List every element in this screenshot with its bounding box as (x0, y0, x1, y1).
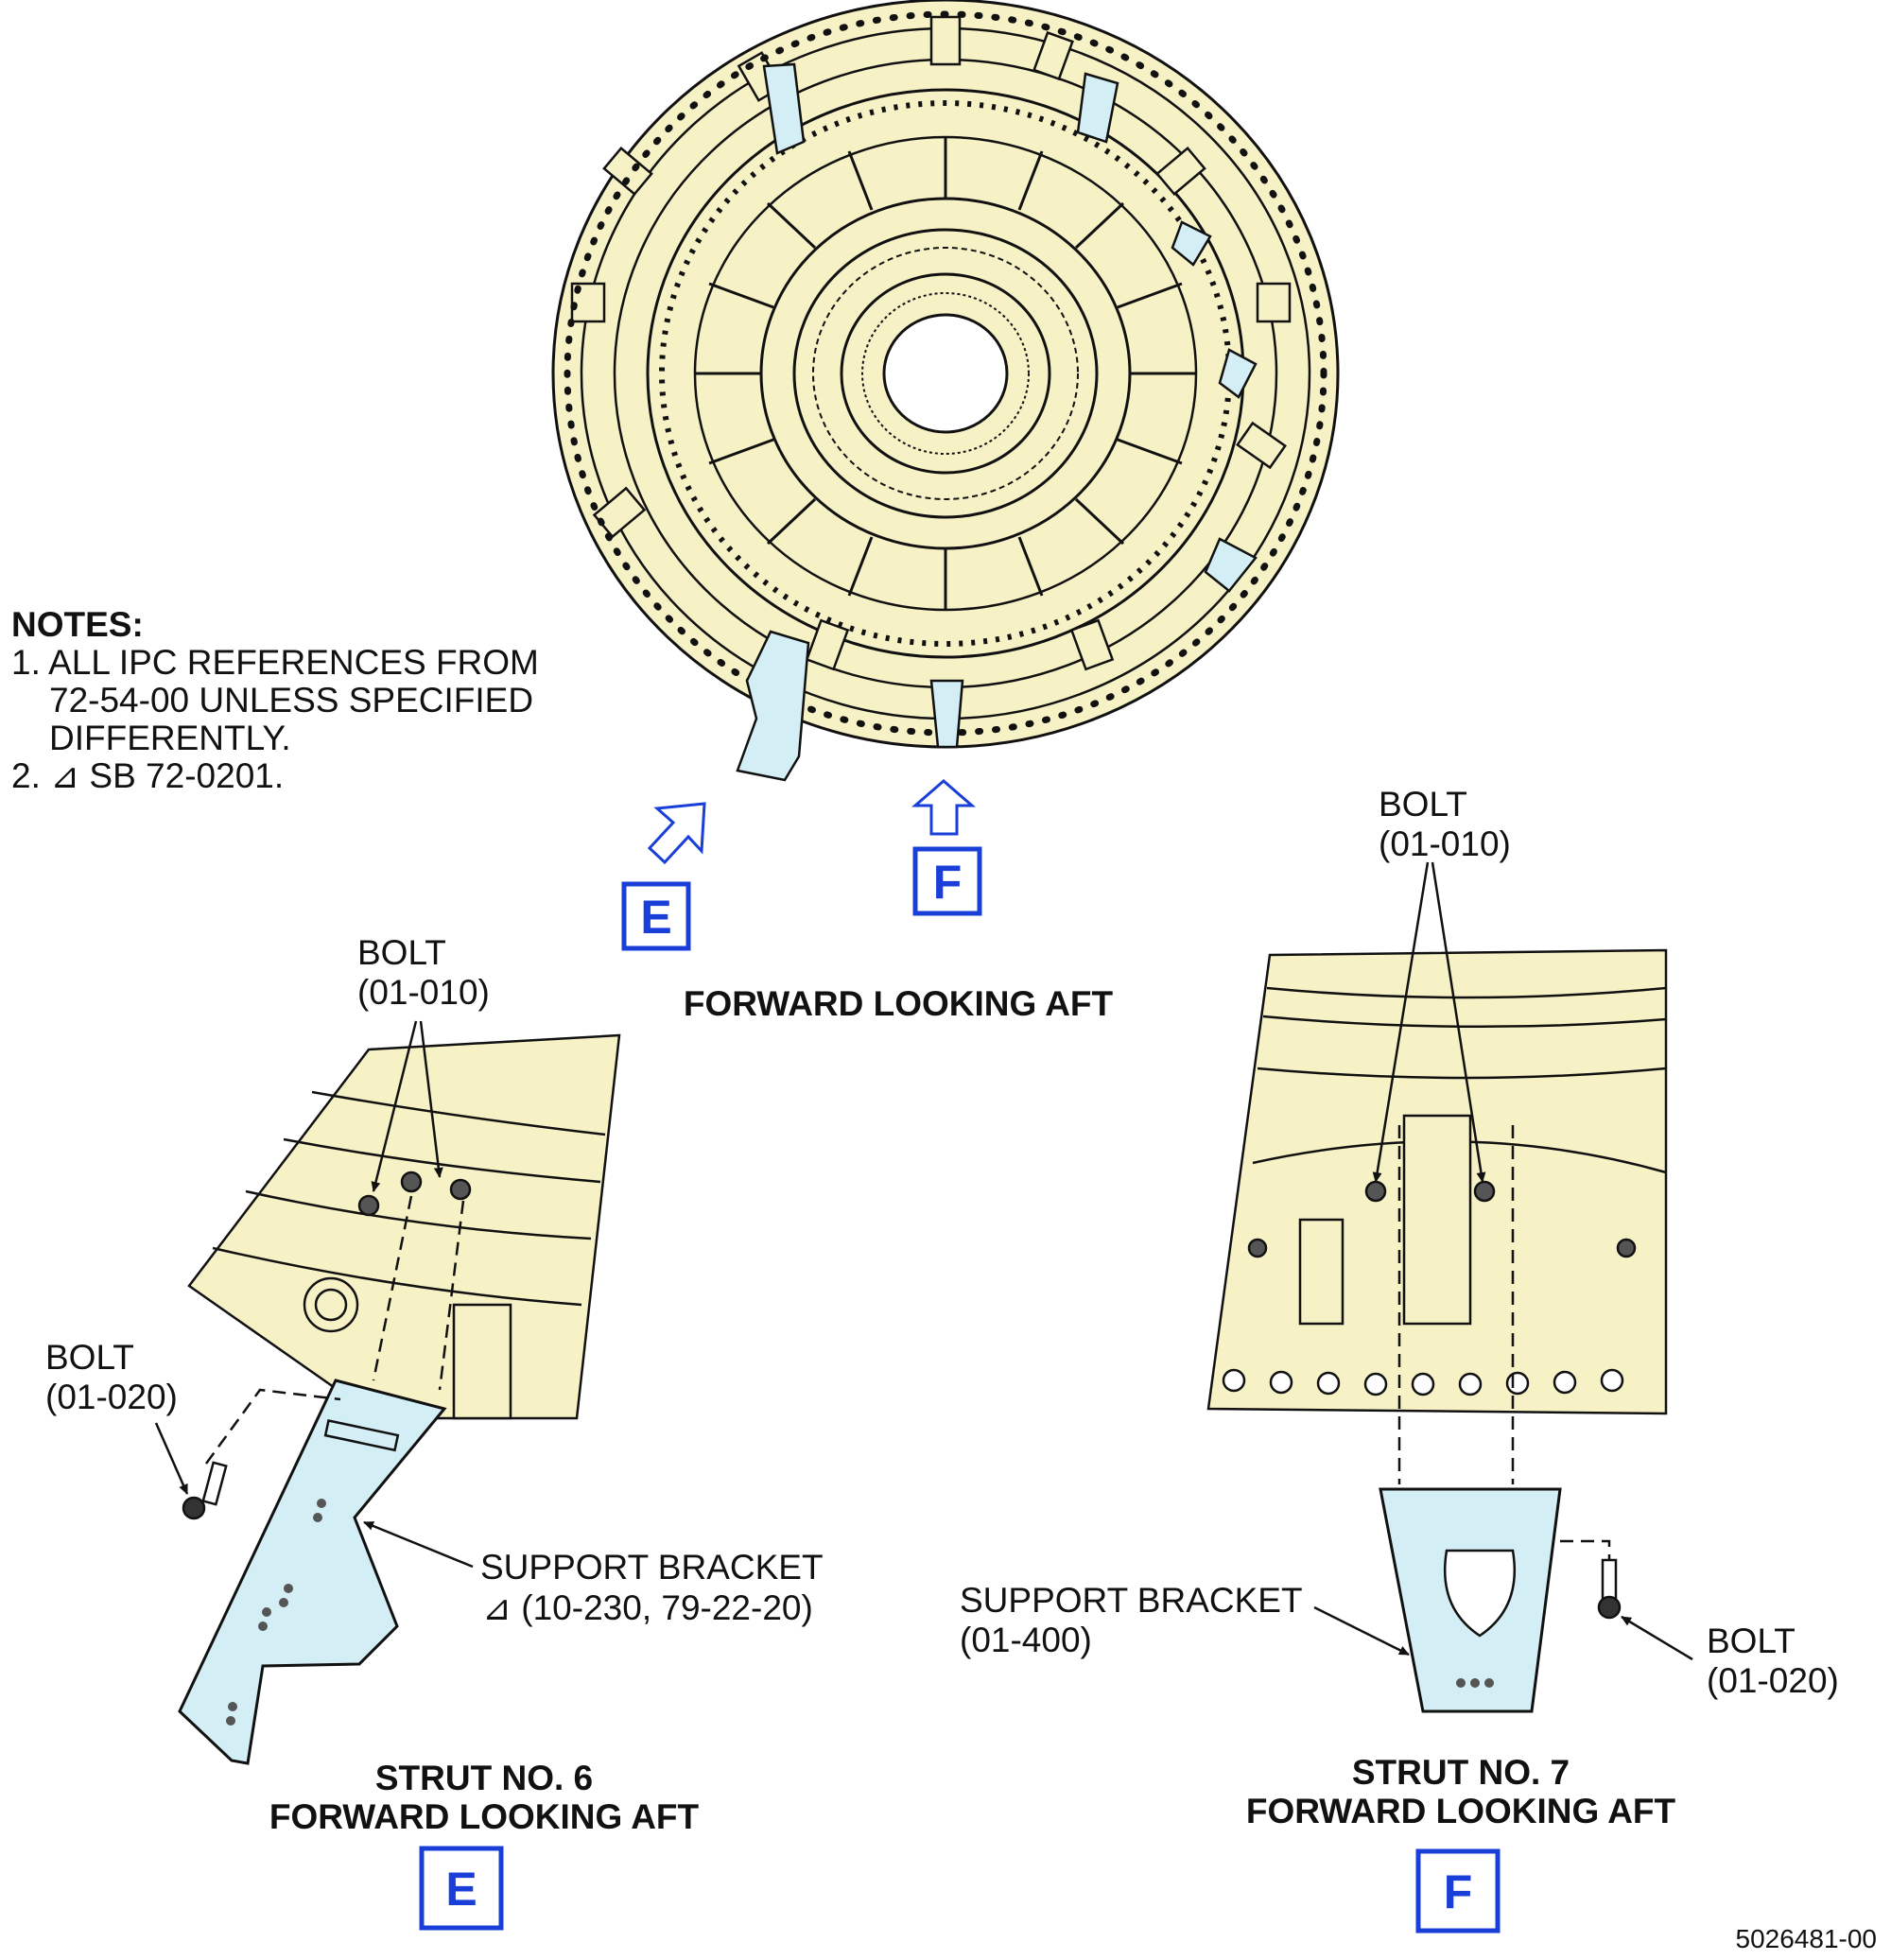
detail-f-caption-1: STRUT NO. 7 (1352, 1753, 1570, 1792)
detail-f-bolt-side-label-1: BOLT (1707, 1622, 1796, 1660)
notes-block: NOTES: 1. ALL IPC REFERENCES FROM 72-54-… (11, 605, 539, 795)
detail-e-caption-2: FORWARD LOOKING AFT (269, 1797, 700, 1836)
detail-f-support-bracket-label-2: (01-400) (960, 1621, 1092, 1659)
note-line-4: 2. ⊿ SB 72-0201. (11, 756, 284, 795)
view-ref-box-f: F (912, 846, 982, 916)
detail-f-ref-box: F (1415, 1848, 1501, 1934)
detail-f-bolt-top-label-1: BOLT (1379, 785, 1467, 824)
detail-e-bolt-top-label-2: (01-010) (357, 973, 490, 1012)
detail-f-alignment-lines (1397, 1125, 1515, 1484)
detail-f-support-bracket (1379, 1487, 1562, 1713)
figure-id: 5026481-00 (1736, 1924, 1877, 1953)
detail-f-engine-section (1206, 948, 1668, 1415)
detail-e-support-bracket-label-2: ⊿ (10-230, 79-22-20) (482, 1588, 813, 1627)
detail-e-leaders (154, 1020, 474, 1569)
detail-e-alignment-lines (372, 1195, 465, 1391)
note-line-3: DIFFERENTLY. (49, 719, 291, 757)
notes-heading: NOTES: (11, 605, 144, 644)
ring-brackets-highlight (736, 62, 1258, 782)
detail-e-bolt-side-label-1: BOLT (45, 1338, 134, 1377)
view-arrow-e (647, 802, 706, 865)
engine-ring-illustration (551, 0, 1340, 749)
detail-e-bolt-top-label-1: BOLT (357, 933, 446, 972)
detail-f-bolt-side (1560, 1539, 1622, 1620)
note-line-1: 1. ALL IPC REFERENCES FROM (11, 643, 539, 682)
detail-e-caption-1: STRUT NO. 6 (375, 1759, 593, 1797)
view-arrow-f (911, 779, 977, 836)
note-line-2: 72-54-00 UNLESS SPECIFIED (49, 681, 533, 720)
main-view-caption: FORWARD LOOKING AFT (684, 984, 1114, 1023)
detail-f-ref-label: F (1444, 1865, 1473, 1918)
view-ref-box-e: E (621, 881, 691, 951)
detail-e-support-bracket-label-1: SUPPORT BRACKET (480, 1548, 824, 1587)
detail-e-support-bracket (178, 1379, 447, 1765)
detail-e-ref-label: E (445, 1863, 477, 1916)
detail-f-caption-2: FORWARD LOOKING AFT (1246, 1792, 1676, 1830)
detail-f-support-bracket-label-1: SUPPORT BRACKET (960, 1581, 1303, 1620)
detail-e-bolt-side (182, 1388, 341, 1520)
detail-e-ref-box: E (419, 1846, 504, 1931)
detail-e-bolt-side-label-2: (01-020) (45, 1378, 178, 1416)
detail-f-bolt-top-label-2: (01-010) (1379, 824, 1511, 863)
view-ref-e-label: E (640, 891, 671, 944)
detail-f-bolt-side-label-2: (01-020) (1707, 1661, 1839, 1700)
view-ref-f-label: F (933, 856, 963, 909)
detail-f-leaders (1313, 861, 1693, 1661)
